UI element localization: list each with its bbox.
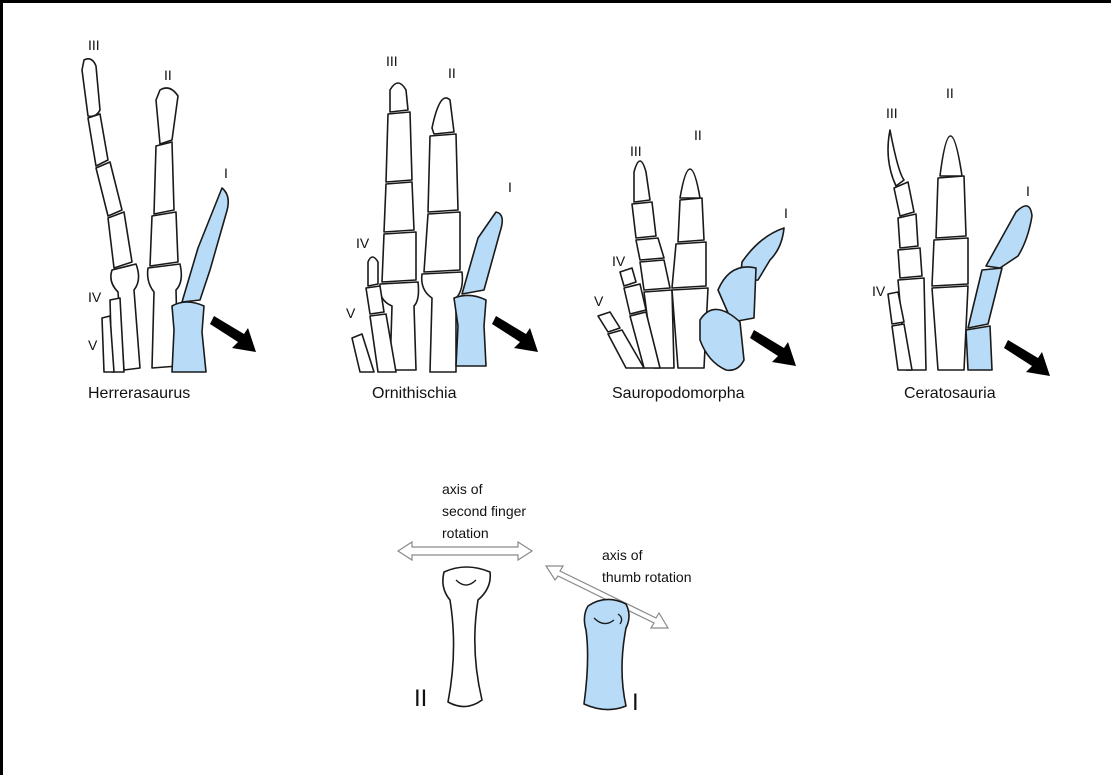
indicator-arrow <box>1004 340 1050 376</box>
label-digit-iii: III <box>386 53 398 69</box>
axis-second-finger-line3: rotation <box>442 525 489 541</box>
label-digit-v: V <box>346 305 356 321</box>
label-digit-iv: IV <box>88 289 102 305</box>
label-digit-i: I <box>784 205 788 221</box>
second-finger-axis-arrow <box>398 542 532 560</box>
panel-ceratosauria: III II I IV Ceratosauria <box>872 85 1050 402</box>
panel-herrerasaurus: III II I IV V Herrerasaurus <box>82 37 256 402</box>
indicator-arrow <box>750 330 796 366</box>
caption-ceratosauria: Ceratosauria <box>904 385 996 402</box>
metacarpal-ii <box>443 567 490 707</box>
label-digit-i: I <box>1026 183 1030 199</box>
axis-second-finger-line2: second finger <box>442 503 526 519</box>
label-digit-ii: II <box>448 65 456 81</box>
label-digit-i: I <box>224 165 228 181</box>
label-metacarpal-ii: II <box>414 685 427 712</box>
label-digit-iii: III <box>886 105 898 121</box>
indicator-arrow <box>210 316 256 352</box>
axis-thumb-line1: axis of <box>602 547 643 563</box>
label-digit-iii: III <box>88 37 100 53</box>
panel-sauropodomorpha: III II I IV V Sauropodomorpha <box>594 127 796 402</box>
label-digit-i: I <box>508 179 512 195</box>
label-metacarpal-i: I <box>632 689 639 716</box>
label-digit-iv: IV <box>872 283 886 299</box>
panel-ornithischia: III II I IV V Ornithischia <box>346 53 538 402</box>
label-digit-v: V <box>88 337 98 353</box>
caption-ornithischia: Ornithischia <box>372 385 457 402</box>
label-digit-iv: IV <box>356 235 370 251</box>
label-digit-ii: II <box>164 67 172 83</box>
metacarpal-i <box>584 599 629 709</box>
label-digit-iv: IV <box>612 253 626 269</box>
rotation-detail: axis of second finger rotation axis of t… <box>398 481 692 716</box>
label-digit-ii: II <box>694 127 702 143</box>
axis-second-finger-line1: axis of <box>442 481 483 497</box>
caption-sauropodomorpha: Sauropodomorpha <box>612 385 745 402</box>
label-digit-ii: II <box>946 85 954 101</box>
indicator-arrow <box>492 316 538 352</box>
label-digit-iii: III <box>630 143 642 159</box>
label-digit-v: V <box>594 293 604 309</box>
caption-herrerasaurus: Herrerasaurus <box>88 385 190 402</box>
axis-thumb-line2: thumb rotation <box>602 569 692 585</box>
